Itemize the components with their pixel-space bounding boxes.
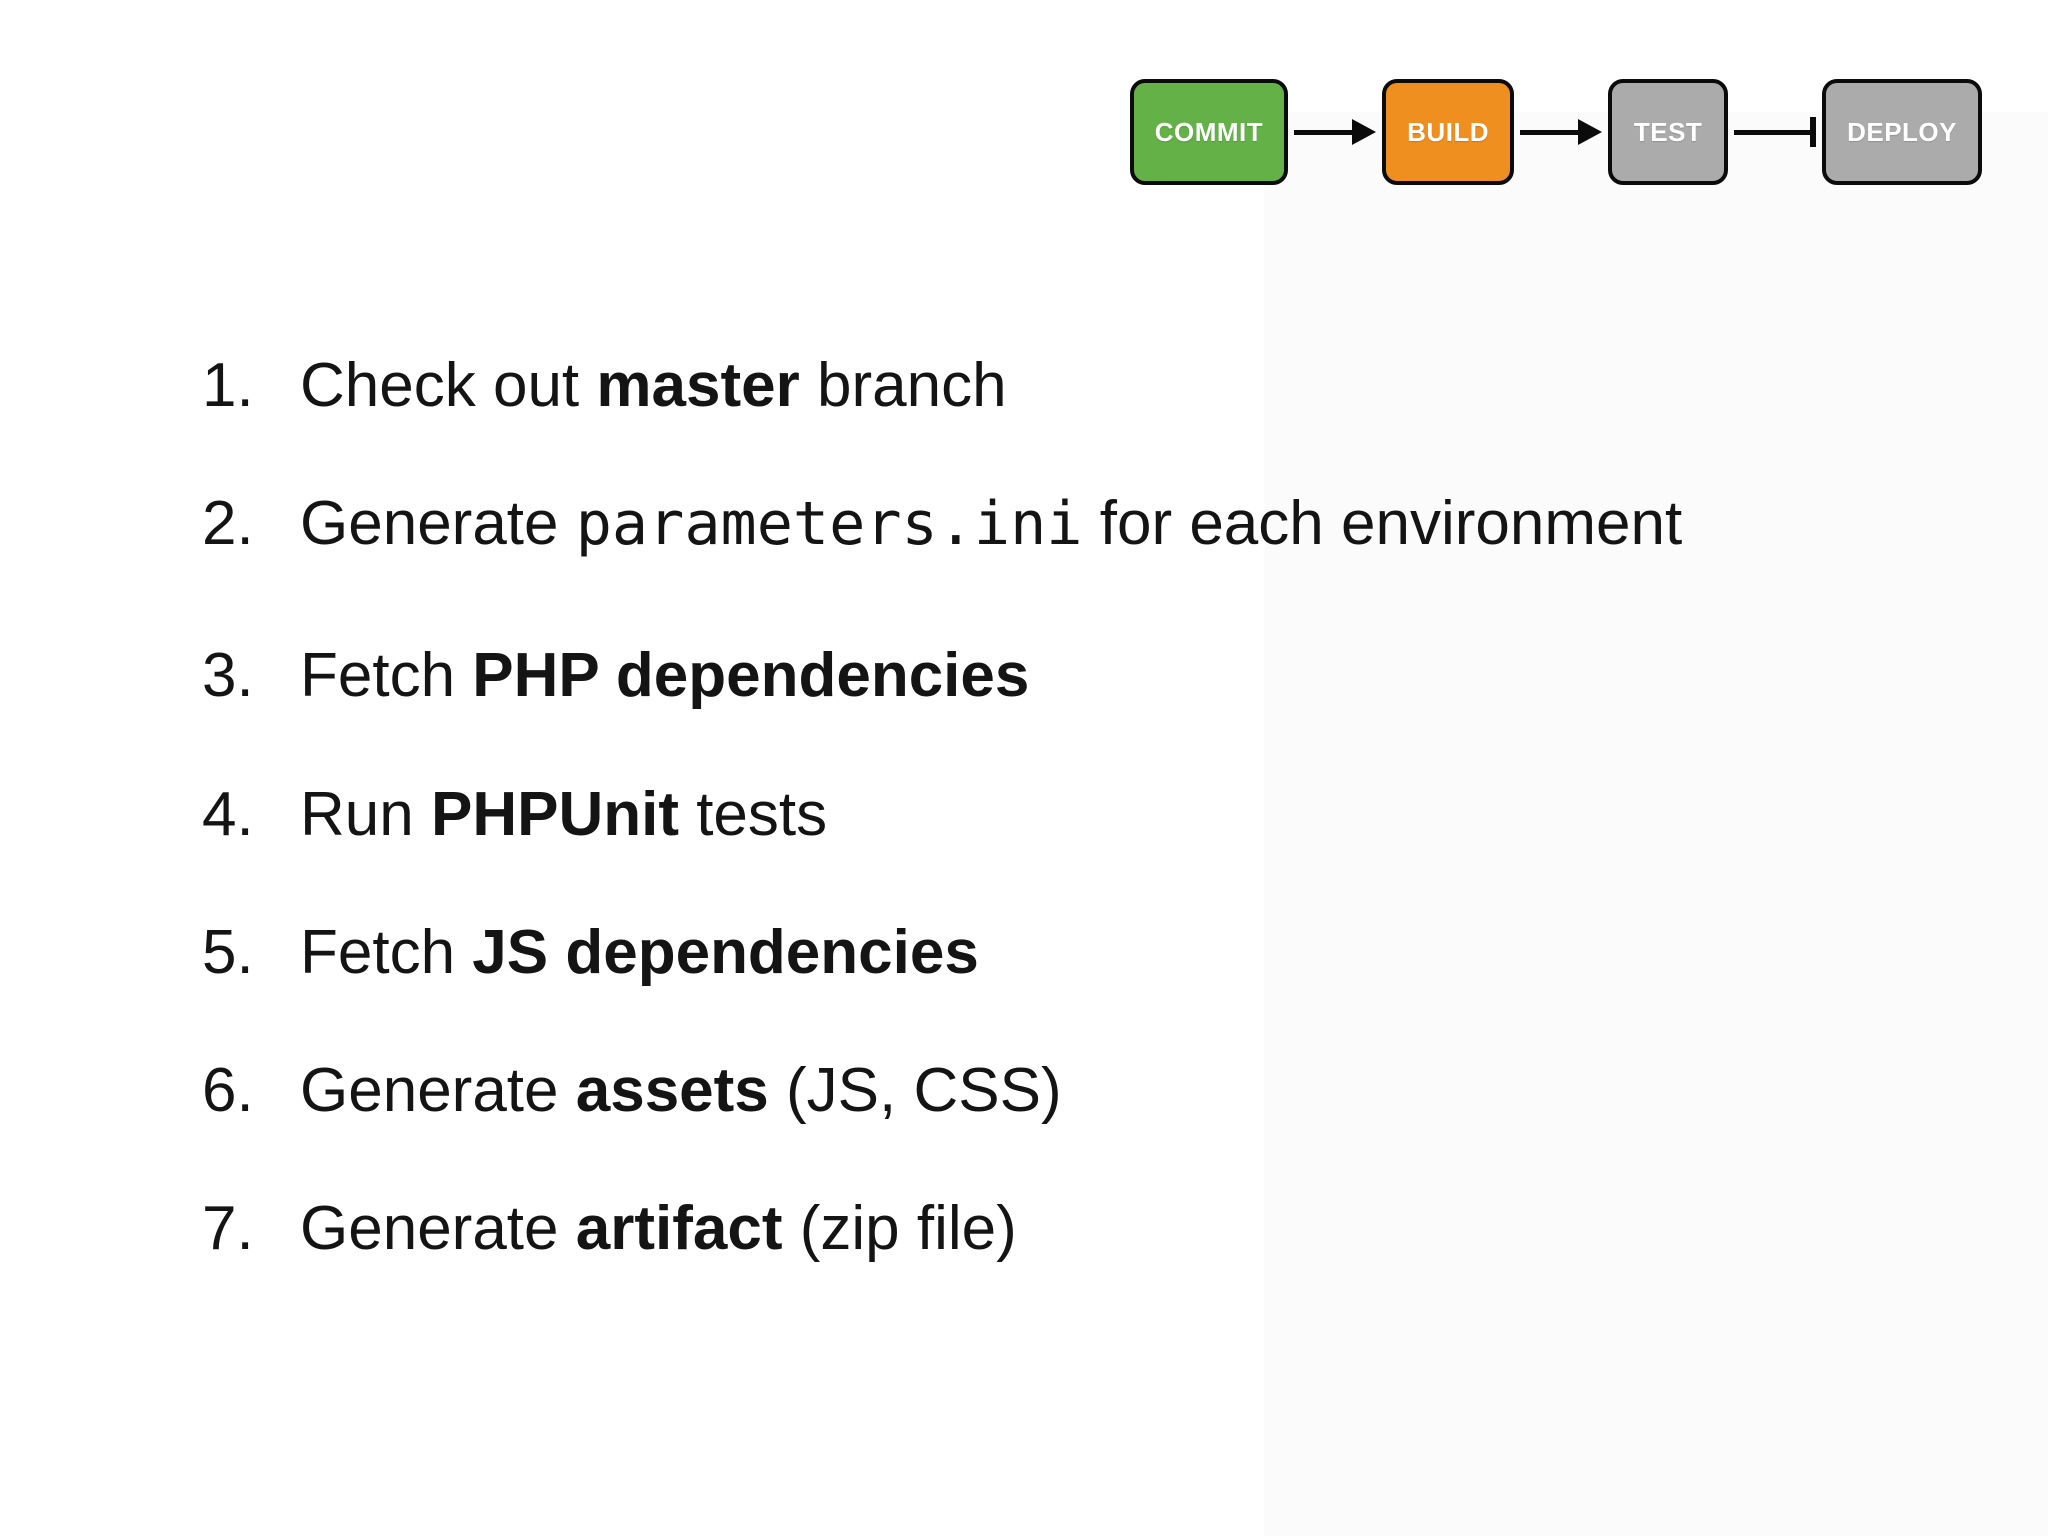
step-text-segment-normal: for each environment bbox=[1082, 489, 1683, 559]
step-item: 1. Check out master branch bbox=[202, 351, 1682, 420]
step-text-segment-bold: PHP dependencies bbox=[472, 641, 1030, 711]
step-text: Generate artifact (zip file) bbox=[300, 1195, 1017, 1263]
step-number: 3. bbox=[202, 641, 254, 711]
step-text-segment-normal: Check out bbox=[300, 351, 597, 420]
step-text-segment-normal: Fetch bbox=[300, 641, 473, 711]
connector-blocked-tbar bbox=[1728, 117, 1822, 147]
step-text-segment-bold: artifact bbox=[575, 1194, 783, 1264]
step-text: Check out master branch bbox=[300, 351, 1007, 420]
step-text: Generate assets (JS, CSS) bbox=[300, 1055, 1062, 1125]
step-item: 7. Generate artifact (zip file) bbox=[202, 1194, 1682, 1264]
connector-line bbox=[1734, 129, 1811, 135]
step-text-segment-bold: assets bbox=[575, 1055, 769, 1125]
step-text: Fetch JS dependencies bbox=[300, 917, 979, 987]
pipeline-stage-label: DEPLOY bbox=[1847, 116, 1957, 147]
step-item: 4. Run PHPUnit tests bbox=[202, 779, 1682, 849]
arrowhead-icon bbox=[1352, 119, 1377, 145]
connector-line bbox=[1520, 129, 1580, 135]
step-item: 6. Generate assets (JS, CSS) bbox=[202, 1055, 1682, 1125]
step-item: 2. Generate parameters.ini for each envir… bbox=[202, 489, 1682, 559]
step-text-segment-bold: JS dependencies bbox=[472, 917, 979, 987]
pipeline-stage-build: BUILD bbox=[1382, 79, 1515, 185]
step-text-segment-normal: tests bbox=[678, 779, 828, 849]
step-text-segment-normal: Generate bbox=[300, 1194, 576, 1264]
step-text: Run PHPUnit tests bbox=[300, 779, 828, 849]
step-text-segment-normal: Generate bbox=[300, 1055, 576, 1125]
pipeline-stage-label: BUILD bbox=[1407, 116, 1490, 147]
pipeline-stage-label: COMMIT bbox=[1154, 116, 1264, 147]
background-shade bbox=[1264, 112, 2048, 1536]
step-item: 5. Fetch JS dependencies bbox=[202, 917, 1682, 987]
connector-arrow bbox=[1514, 119, 1608, 145]
step-text-segment-normal: Generate bbox=[300, 489, 576, 559]
step-item: 3. Fetch PHP dependencies bbox=[202, 642, 1682, 710]
step-text-segment-normal: (zip file) bbox=[782, 1194, 1017, 1264]
pipeline-stage-commit: COMMIT bbox=[1129, 79, 1289, 185]
step-text: Generate parameters.ini for each environ… bbox=[300, 490, 1682, 558]
step-text-segment-normal: (JS, CSS) bbox=[768, 1055, 1062, 1125]
tbar-end-icon bbox=[1810, 117, 1817, 147]
pipeline-stage-deploy: DEPLOY bbox=[1822, 79, 1982, 185]
step-text: Fetch PHP dependencies bbox=[300, 642, 1029, 710]
pipeline-diagram: COMMIT BUILD TEST DEPLOY bbox=[1129, 79, 1982, 185]
step-text-segment-mono: parameters.ini bbox=[575, 489, 1083, 560]
step-number: 7. bbox=[202, 1194, 254, 1264]
pipeline-stage-test: TEST bbox=[1608, 79, 1729, 185]
step-text-segment-bold: PHPUnit bbox=[430, 779, 679, 849]
step-number: 4. bbox=[202, 779, 254, 849]
step-text-segment-normal: Fetch bbox=[300, 917, 473, 987]
step-number: 6. bbox=[202, 1055, 254, 1125]
pipeline-stage-label: TEST bbox=[1633, 116, 1703, 147]
arrowhead-icon bbox=[1578, 119, 1603, 145]
step-number: 5. bbox=[202, 917, 254, 987]
step-text-segment-bold: master bbox=[596, 351, 800, 420]
connector-arrow bbox=[1288, 119, 1382, 145]
connector-line bbox=[1294, 129, 1354, 135]
step-text-segment-normal: branch bbox=[799, 351, 1007, 420]
steps-list: 1. Check out master branch 2. Generate para… bbox=[202, 351, 1682, 1333]
step-number: 1. bbox=[202, 351, 254, 420]
step-text-segment-normal: Run bbox=[300, 779, 431, 849]
step-number: 2. bbox=[202, 489, 254, 559]
